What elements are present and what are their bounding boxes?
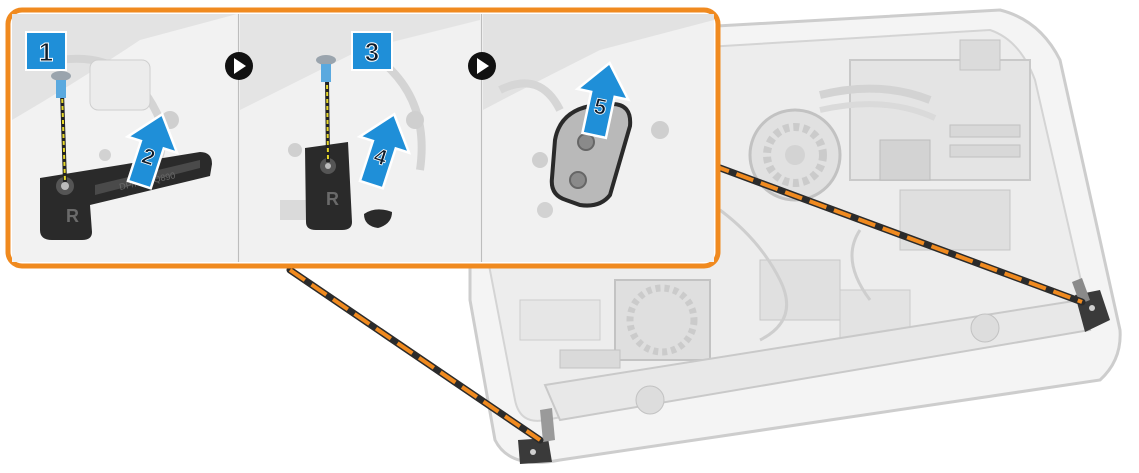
svg-text:3: 3 — [365, 37, 379, 67]
step-panel-3 — [483, 14, 714, 262]
next-arrow-icon — [468, 52, 496, 80]
bracket-letter-left: R — [66, 206, 79, 226]
step-1-badge: 1 — [26, 32, 66, 70]
step-3-badge: 3 — [352, 32, 392, 70]
next-arrow-icon — [225, 52, 253, 80]
svg-text:1: 1 — [39, 37, 53, 67]
bracket-letter-middle: R — [326, 189, 339, 209]
